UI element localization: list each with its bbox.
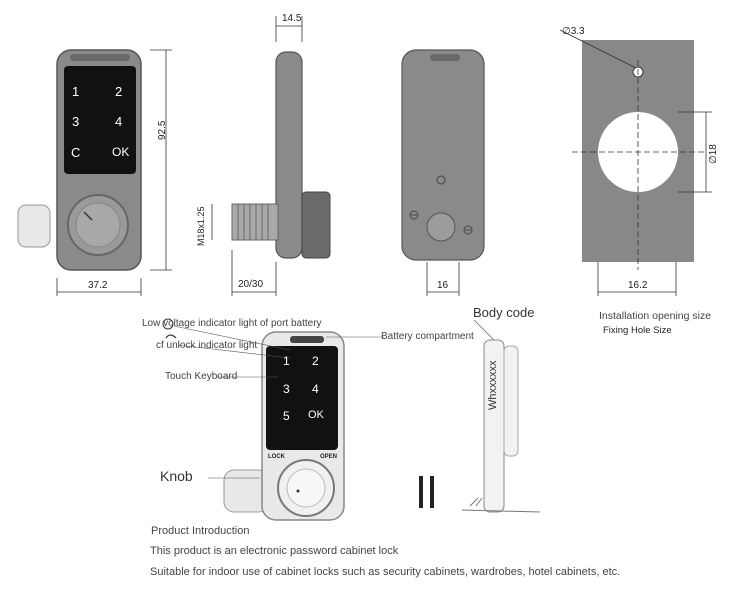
body-code-value: Whxxxxxx <box>487 360 499 411</box>
installation-title: Installation opening size <box>599 310 712 322</box>
back-screw-hole <box>436 175 446 185</box>
bottom-key-5: 5 <box>283 409 290 423</box>
lower-side-view <box>419 339 541 513</box>
lower-front-view <box>162 318 497 521</box>
front-view <box>17 49 172 296</box>
back-view <box>401 49 485 296</box>
intro-line2: Suitable for indoor use of cabinet locks… <box>150 566 621 578</box>
lock-label: LOCK <box>268 454 285 460</box>
dim-panel-range: 20/30 <box>238 279 264 290</box>
front-knob-marker <box>83 211 93 221</box>
back-body <box>401 49 485 261</box>
callout-knob: Knob <box>160 468 193 484</box>
top-key-4: 4 <box>115 114 123 129</box>
top-key-c: C <box>71 145 81 160</box>
side-view <box>211 16 331 296</box>
dim-cutout-width: 16.2 <box>628 280 648 291</box>
callout-low-voltage: Low voltage indicator light of port batt… <box>142 318 322 329</box>
callout-battery: Battery compartment <box>381 331 474 342</box>
installation-subtitle: Fixing Hole Size <box>603 325 672 336</box>
callout-touch-keyboard: Touch Keyboard <box>165 371 238 382</box>
dim-back-width: 16 <box>437 280 449 291</box>
lower-battery-slot <box>290 336 324 343</box>
top-key-ok: OK <box>112 145 130 159</box>
front-battery-slot <box>70 54 130 61</box>
bottom-key-2: 2 <box>312 354 319 368</box>
intro-heading: Product Introduction <box>151 525 250 537</box>
callout-unlock: cf unlock indicator light <box>156 340 258 351</box>
dim-width: 37.2 <box>88 280 108 291</box>
bottom-key-ok: OK <box>308 409 324 421</box>
side-knob <box>301 191 331 259</box>
top-key-2: 2 <box>115 84 123 99</box>
dim-height: 92.5 <box>157 120 168 140</box>
installation-plate <box>559 29 712 296</box>
dim-depth: 14.5 <box>282 13 302 24</box>
front-keypad <box>64 66 136 174</box>
lower-keypad <box>266 346 338 450</box>
bottom-key-4: 4 <box>312 382 319 396</box>
top-key-3: 3 <box>72 114 80 129</box>
open-label: OPEN <box>320 454 338 460</box>
intro-line1: This product is an electronic password c… <box>150 545 399 557</box>
lower-knob-inner <box>286 468 326 508</box>
cabinet-panel-edge <box>419 476 423 508</box>
side-thread <box>231 203 279 241</box>
dim-thread: M18x1.25 <box>196 206 206 246</box>
bottom-key-3: 3 <box>283 382 290 396</box>
back-cam <box>426 212 456 242</box>
dim-large-hole: ∅18 <box>708 144 719 164</box>
side-body <box>275 51 303 259</box>
dim-small-hole: ∅3.3 <box>562 26 585 37</box>
top-key-1: 1 <box>72 84 80 99</box>
bottom-key-1: 1 <box>283 354 290 368</box>
lower-side-back <box>503 345 519 457</box>
front-knob-inner <box>75 202 121 248</box>
callout-body-code: Body code <box>473 305 535 320</box>
front-cam <box>17 204 51 248</box>
